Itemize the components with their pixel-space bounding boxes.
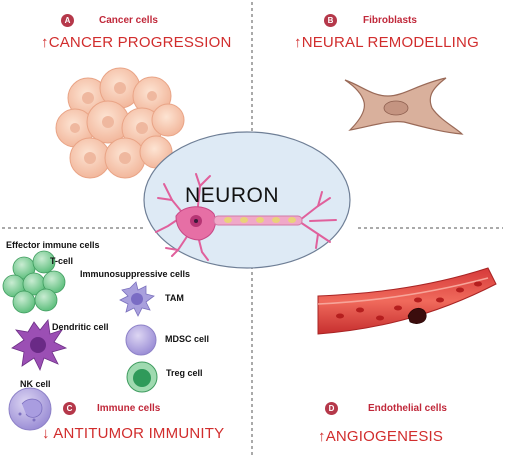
panel-d-effect: ↑ANGIOGENESIS — [318, 428, 444, 445]
fibroblast-illustration — [344, 77, 464, 135]
t-cell-label: T-cell — [50, 256, 74, 266]
panel-c-effect: ↓ ANTITUMOR IMMUNITY — [42, 425, 225, 442]
panel-b-effect: ↑NEURAL REMODELLING — [294, 34, 479, 51]
panel-d-title: Endothelial cells — [368, 403, 447, 414]
mdsc-cell-label: MDSC cell — [165, 334, 210, 344]
treg-cell-label: Treg cell — [166, 368, 203, 378]
badge-b: B — [324, 14, 337, 27]
nk-cell-illustration — [8, 387, 52, 431]
neuron-title: NEURON — [185, 184, 280, 207]
badge-d: D — [325, 402, 338, 415]
effector-immune-header: Effector immune cells — [6, 240, 100, 250]
panel-a-title: Cancer cells — [99, 15, 158, 26]
panel-b-title: Fibroblasts — [363, 15, 417, 26]
mdsc-cell-illustration — [125, 324, 157, 356]
panel-c-title: Immune cells — [97, 403, 161, 414]
tam-label: TAM — [165, 293, 184, 303]
badge-c: C — [63, 402, 76, 415]
treg-cell-illustration — [126, 361, 158, 393]
blood-vessel-illustration — [317, 267, 497, 335]
neuron-illustration — [155, 173, 337, 261]
t-cell-illustration — [2, 250, 66, 314]
dendritic-cell-label: Dendritic cell — [52, 322, 109, 332]
immunosuppressive-header: Immunosuppressive cells — [80, 269, 191, 279]
badge-a: A — [61, 14, 74, 27]
cancer-cells-illustration — [55, 67, 185, 179]
tam-illustration — [119, 281, 155, 317]
panel-a-effect: ↑CANCER PROGRESSION — [41, 34, 232, 51]
nk-cell-label: NK cell — [20, 379, 51, 389]
dendritic-cell-illustration — [11, 319, 68, 372]
